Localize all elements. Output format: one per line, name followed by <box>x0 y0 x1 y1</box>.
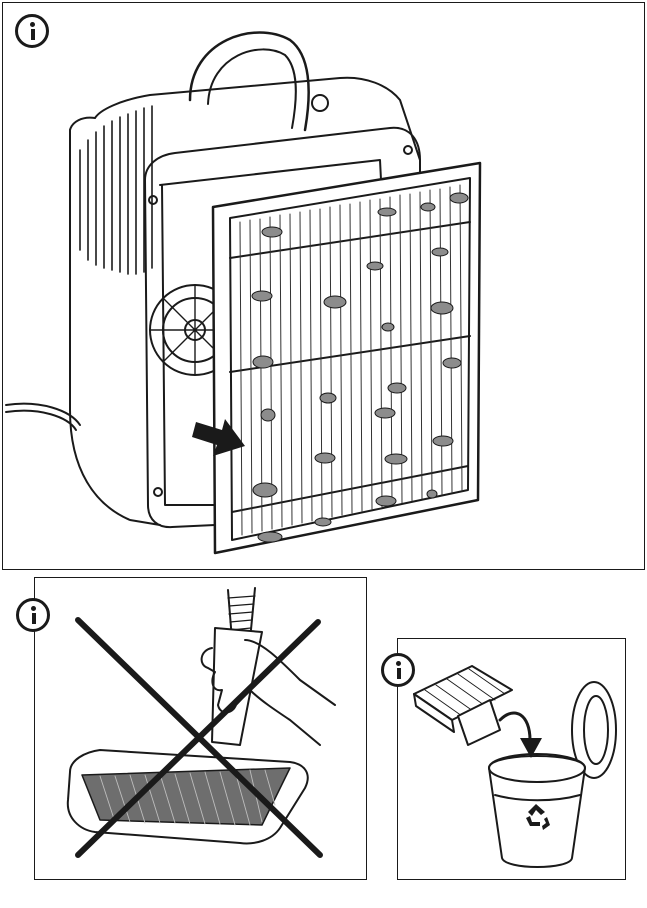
recycle-icon <box>526 804 550 830</box>
info-icon <box>381 653 415 687</box>
do-not-vacuum-panel <box>34 577 367 880</box>
dispose-filter-panel <box>397 638 626 880</box>
main-panel <box>2 2 645 570</box>
info-icon <box>15 14 49 48</box>
info-icon <box>16 598 50 632</box>
